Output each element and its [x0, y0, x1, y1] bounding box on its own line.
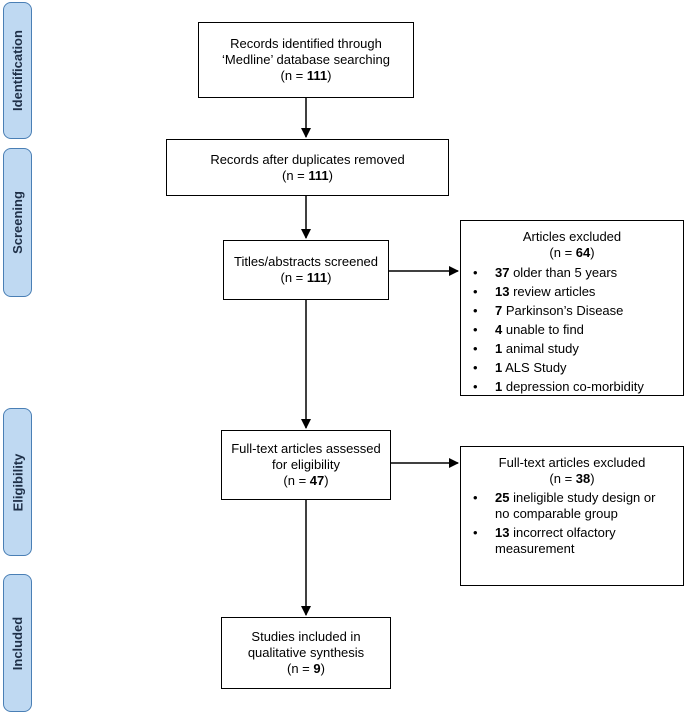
list-item: 4 unable to find — [467, 320, 677, 339]
records-identified-line2: ‘Medline’ database searching — [222, 52, 390, 67]
fulltext-excluded-count: (n = 38) — [549, 471, 595, 486]
phase-identification: Identification — [3, 2, 32, 139]
screened-count: (n = 111) — [280, 270, 332, 285]
articles-excluded-box: Articles excluded (n = 64) 37 older than… — [460, 220, 684, 396]
phase-included: Included — [3, 574, 32, 712]
screened-line1: Titles/abstracts screened — [233, 254, 379, 269]
included-count: (n = 9) — [287, 661, 325, 676]
list-item: 13 review articles — [467, 282, 677, 301]
records-identified-count: (n = 111) — [280, 68, 332, 83]
articles-excluded-title: Articles excluded — [522, 229, 622, 244]
records-identified-box: Records identified through ‘Medline’ dat… — [198, 22, 414, 98]
articles-excluded-count: (n = 64) — [549, 245, 595, 260]
records-deduplicated-line1: Records after duplicates removed — [210, 151, 405, 167]
list-item: 1 animal study — [467, 339, 677, 358]
fulltext-assessed-box: Full-text articles assessed for eligibil… — [221, 430, 391, 500]
list-item: 37 older than 5 years — [467, 263, 677, 282]
fulltext-line2: for eligibility — [272, 457, 340, 472]
studies-included-box: Studies included in qualitative synthesi… — [221, 617, 391, 689]
included-line1: Studies included in — [251, 629, 361, 644]
list-item: 7 Parkinson’s Disease — [467, 301, 677, 320]
fulltext-excluded-box: Full-text articles excluded (n = 38) 25 … — [460, 446, 684, 586]
articles-excluded-list: 37 older than 5 years 13 review articles… — [467, 263, 677, 396]
fulltext-count: (n = 47) — [283, 473, 329, 488]
screened-box: Titles/abstracts screened (n = 111) — [223, 240, 389, 300]
records-deduplicated-box: Records after duplicates removed (n = 11… — [166, 139, 449, 196]
phase-screening: Screening — [3, 148, 32, 297]
records-deduplicated-count: (n = 111) — [282, 167, 333, 183]
list-item: 1 depression co-morbidity — [467, 377, 677, 396]
included-line2: qualitative synthesis — [247, 645, 365, 660]
phase-eligibility: Eligibility — [3, 408, 32, 556]
fulltext-excluded-title: Full-text articles excluded — [498, 455, 646, 470]
fulltext-line1: Full-text articles assessed — [231, 441, 381, 456]
records-identified-line1: Records identified through — [230, 36, 382, 51]
list-item: 1 ALS Study — [467, 358, 677, 377]
